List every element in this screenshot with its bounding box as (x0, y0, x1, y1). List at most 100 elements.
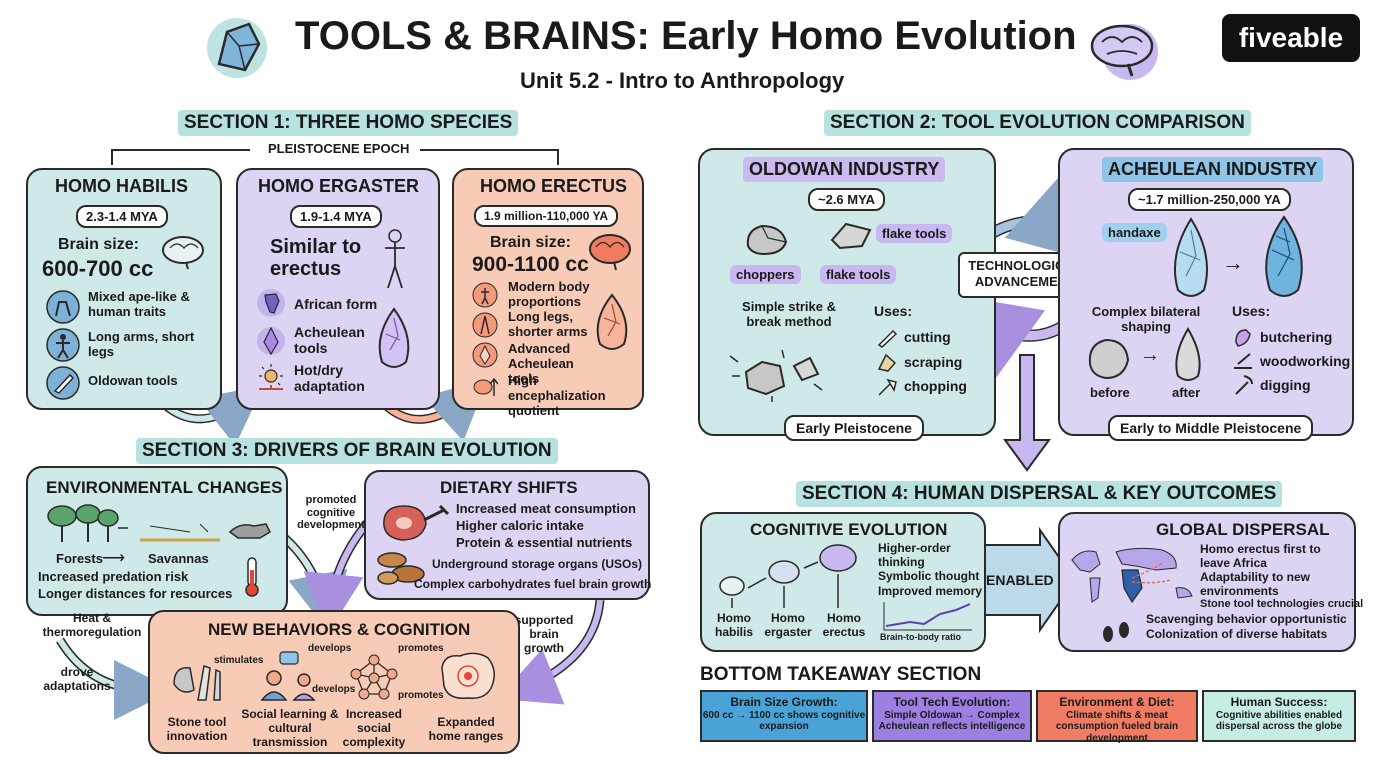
acheulean-use-3: digging (1260, 377, 1311, 393)
behaviors-develops-1: develops (308, 643, 352, 654)
advanced-handaxe-icon (590, 292, 634, 354)
network-icon (346, 652, 402, 702)
global-title: GLOBAL DISPERSAL (1156, 520, 1330, 539)
woodworking-icon (1232, 350, 1254, 372)
arrow-label-drove: drove adaptations (43, 665, 111, 693)
arrow-right-icon: → (1222, 250, 1244, 275)
erectus-name: HOMO ERECTUS (480, 176, 628, 196)
takeaway-item-3: Environment & Diet: Climate shifts & mea… (1036, 690, 1198, 744)
acheulean-uses-label: Uses: (1232, 303, 1271, 319)
brain-up-icon (472, 374, 499, 400)
behavior-item-2: Social learning & cultural transmission (241, 707, 339, 749)
brain-red-icon (586, 232, 634, 272)
cognitive-card (700, 512, 986, 652)
knife-icon (46, 366, 80, 400)
tool-icon (472, 342, 498, 368)
behavior-item-1: Stone tool innovation (166, 715, 228, 743)
behaviors-stimulates: stimulates (214, 655, 264, 666)
erectus-dates: 1.9 million-110,000 YA (474, 205, 619, 227)
takeaway-item-1-title: Brain Size Growth: (730, 695, 838, 709)
arrow-label-promoted: promoted cognitive development (297, 494, 365, 532)
habilis-brain-label: Brain size: (58, 236, 139, 253)
global-bullet-2: Adaptability to new environments (1200, 570, 1311, 598)
arrow-right-icon: → (1140, 344, 1160, 366)
handaxe-icon (256, 324, 286, 358)
oldowan-tag-flake-1: flake tools (876, 224, 953, 243)
shaped-stone-icon (1170, 326, 1206, 384)
habilis-trait-2: Long arms, short legs (88, 329, 195, 359)
home-range-map-icon (436, 648, 502, 704)
habilis-brain-value: 600-700 cc (42, 256, 154, 281)
section4-title: SECTION 4: HUMAN DISPERSAL & KEY OUTCOME… (796, 481, 1283, 507)
ergaster-trait-2: Acheulean tools (294, 324, 365, 357)
diet-bullet-2: Higher caloric intake (456, 518, 584, 533)
section3-title: SECTION 3: DRIVERS OF BRAIN EVOLUTION (136, 438, 558, 464)
diet-bullet-1: Increased meat consumption (456, 501, 636, 516)
takeaway-item-4-title: Human Success: (1230, 695, 1328, 709)
ape-human-icon (46, 290, 80, 324)
takeaway-item-2-title: Tool Tech Evolution: (893, 695, 1011, 709)
behaviors-develops-2: develops (312, 684, 356, 695)
chopping-icon (876, 376, 898, 398)
cognitive-title: COGNITIVE EVOLUTION (750, 520, 948, 539)
diet-uso: Underground storage organs (USOs) (432, 557, 643, 571)
habilis-dates: 2.3-1.4 MYA (76, 205, 168, 228)
erectus-brain-value: 900-1100 cc (472, 253, 589, 276)
fiveable-logo: fiveable (1222, 14, 1360, 62)
ergaster-dates: 1.9-1.4 MYA (290, 205, 382, 228)
africa-icon (256, 288, 286, 318)
cognitive-species-3: Homo erectus (822, 611, 866, 639)
takeaway-item-2-text: Simple Oldowan → Complex Acheulean refle… (878, 709, 1026, 733)
takeaway-item-4-text: Cognitive abilities enabled dispersal ac… (1215, 709, 1343, 733)
oldowan-dates: ~2.6 MYA (808, 188, 885, 211)
oldowan-name: OLDOWAN INDUSTRY (743, 157, 946, 182)
oldowan-use-1: cutting (904, 329, 951, 345)
acheulean-dates: ~1.7 million-250,000 YA (1128, 188, 1291, 211)
legs-icon (472, 312, 498, 338)
cognitive-graph-label: Brain-to-body ratio (880, 632, 961, 642)
body-icon (472, 282, 498, 308)
stone-tools-icon (168, 660, 224, 706)
ratio-graph-icon (880, 600, 974, 632)
oldowan-period: Early Pleistocene (784, 415, 924, 441)
refined-handaxe-icon (1256, 214, 1312, 302)
global-bullet-1: Homo erectus first to leave Africa (1200, 542, 1321, 570)
digging-icon (1232, 374, 1254, 396)
ergaster-similar: Similar to erectus (270, 236, 362, 280)
takeaway-item-1: Brain Size Growth: 600 cc → 1100 cc show… (700, 690, 868, 742)
takeaway-item-4: Human Success: Cognitive abilities enabl… (1202, 690, 1356, 742)
meat-icon (378, 498, 452, 546)
acheulean-use-1: butchering (1260, 329, 1333, 345)
acheulean-tag-handaxe: handaxe (1102, 223, 1167, 242)
arrow-label-heat: Heat & thermoregulation (42, 611, 142, 639)
cutting-icon (876, 326, 898, 348)
cognitive-bullet-3: Improved memory (878, 584, 983, 598)
cognitive-species-1: Homo habilis (714, 611, 753, 639)
oldowan-tag-choppers: choppers (730, 265, 801, 284)
rough-stone-icon (1084, 334, 1134, 384)
ergaster-trait-3: Hot/dry adaptation (294, 362, 365, 395)
cognitive-bullet-2: Symbolic thought (878, 569, 980, 583)
tuber-icon (374, 548, 430, 588)
env-savannas: Savannas (148, 551, 209, 566)
erectus-trait-3: Advanced Acheulean tools (508, 341, 574, 386)
ergaster-name: HOMO ERGASTER (258, 176, 420, 196)
section2-title: SECTION 2: TOOL EVOLUTION COMPARISON (824, 110, 1251, 136)
figure-icon (46, 328, 80, 362)
takeaway-title: BOTTOM TAKEAWAY SECTION (700, 664, 982, 685)
diet-title: DIETARY SHIFTS (440, 478, 578, 497)
brain-growth-icon (712, 538, 872, 612)
env-title: ENVIRONMENTAL CHANGES (46, 478, 283, 497)
behaviors-promotes-2: promotes (398, 690, 444, 701)
acheulean-method: Complex bilateral shaping (1091, 304, 1201, 334)
acheulean-before: before (1090, 385, 1130, 400)
sun-icon (256, 362, 286, 392)
arrow-label-supported: supported brain growth (514, 613, 574, 655)
erectus-trait-2: Long legs, shorter arms (508, 309, 588, 339)
env-bullet-1: Increased predation risk (38, 569, 189, 584)
oldowan-use-2: scraping (904, 354, 963, 370)
global-bullet-4: Scavenging behavior opportunistic (1146, 612, 1347, 626)
strike-break-icon (722, 336, 832, 406)
stone-tool-icon (205, 14, 269, 80)
human-figure-icon (380, 228, 410, 292)
